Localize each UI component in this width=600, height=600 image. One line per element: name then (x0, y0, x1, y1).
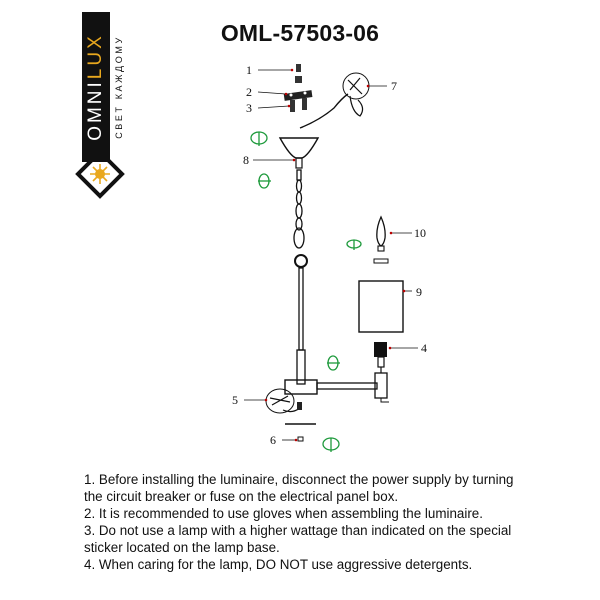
part-10-candle-bulb (373, 215, 389, 264)
rod (294, 254, 308, 385)
part-1-screws (295, 64, 302, 83)
arm-hub (284, 372, 389, 403)
note-3: 3. Do not use a lamp with a higher watta… (84, 523, 512, 555)
part-2-mounting-bar (283, 90, 313, 101)
note-2: 2. It is recommended to use gloves when … (84, 506, 483, 521)
note-4: 4. When caring for the lamp, DO NOT use … (84, 557, 473, 572)
callout-2: 2 (246, 85, 252, 99)
part-8-canopy (278, 137, 320, 169)
part-6-screw (297, 436, 304, 442)
note-1: 1. Before installing the luminaire, disc… (84, 472, 514, 504)
part-3-anchors (290, 98, 307, 112)
callout-7: 7 (391, 79, 397, 93)
chain (293, 169, 305, 249)
instruction-notes: 1. Before installing the luminaire, disc… (84, 471, 524, 573)
callout-6: 6 (270, 433, 276, 447)
callout-1: 1 (246, 63, 252, 77)
diamond-logo-icon (75, 149, 125, 199)
callout-4: 4 (421, 341, 427, 355)
model-title: OML-57503-06 (220, 20, 380, 46)
part-9-shade (358, 280, 404, 333)
omnilux-logo: OMNILUX СВЕТ КАЖДОМУ (0, 0, 160, 215)
assembly-diagram: 1 2 3 4 5 6 7 8 9 10 (232, 63, 427, 452)
part-7-wire-connector (299, 72, 370, 129)
callout-9: 9 (416, 285, 422, 299)
rotation-arrow-icon (250, 131, 362, 452)
brand-name-block: OMNILUX (82, 12, 110, 162)
part-4-lamp-socket (374, 342, 387, 373)
callout-3: 3 (246, 101, 252, 115)
callout-5: 5 (232, 393, 238, 407)
callout-10: 10 (414, 226, 426, 240)
part-5-connector-block (265, 388, 316, 425)
callout-8: 8 (243, 153, 249, 167)
